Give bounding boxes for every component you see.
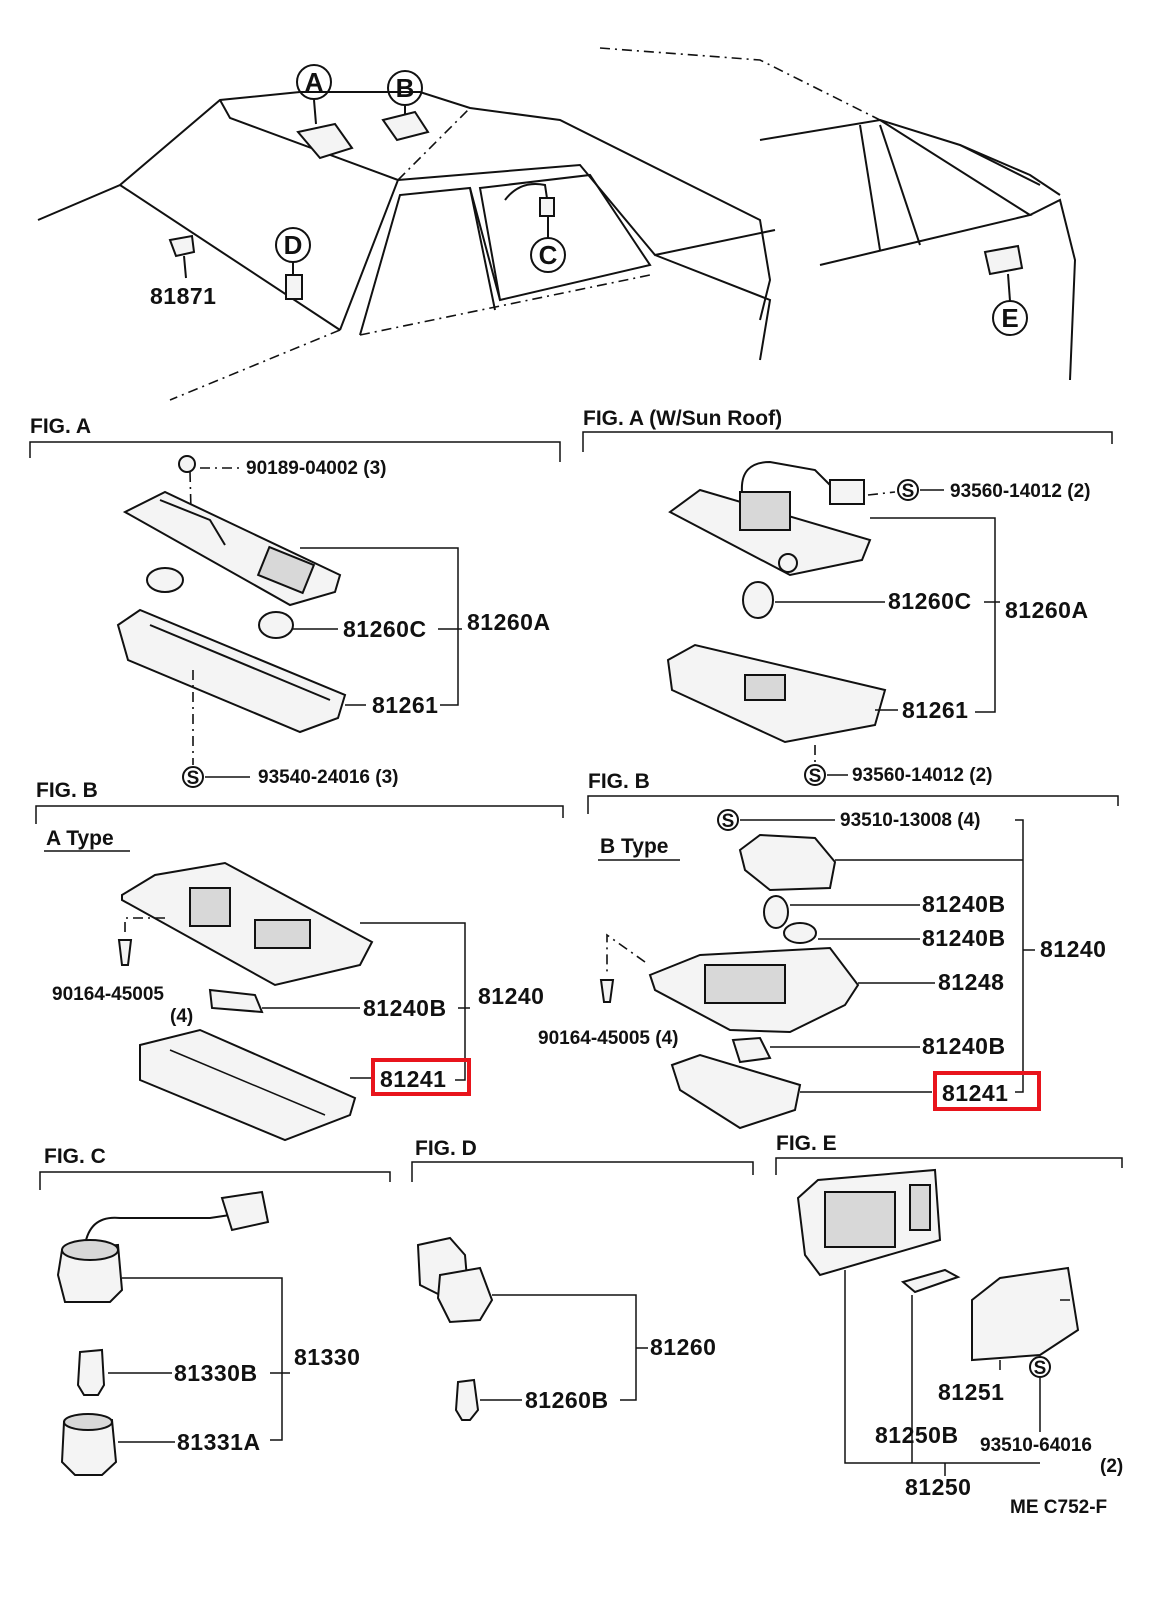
- part-number: 93540-24016 (3): [258, 767, 399, 788]
- part-number-bulb: 81240B: [363, 995, 447, 1021]
- fig-title: FIG. C: [44, 1145, 106, 1168]
- screw-symbol: S: [187, 768, 200, 789]
- fig-title: FIG. A: [30, 415, 91, 438]
- part-number-assy: 81260A: [467, 609, 551, 635]
- callout-a: A: [296, 64, 354, 160]
- part-number-assy: 81240: [1040, 936, 1106, 962]
- fig-b-a-type: FIG. B A Type 90164-45005 (4) 81240B 812…: [35, 779, 564, 1142]
- part-number-lens: 81261: [902, 697, 968, 723]
- fig-d: FIG. D 81260 81260B: [411, 1137, 754, 1421]
- part-number-lens: 81241: [942, 1080, 1008, 1106]
- fig-title: FIG. B: [588, 770, 650, 793]
- part-number-screw: 93510-64016: [980, 1435, 1092, 1456]
- fig-title: FIG. D: [415, 1137, 477, 1160]
- diagram-code: ME C752-F: [1010, 1497, 1107, 1518]
- fig-subtitle: A Type: [46, 827, 114, 850]
- part-number-assy: 81240: [478, 983, 544, 1009]
- part-qty: (4): [170, 1006, 193, 1027]
- part-number-housing: 81248: [938, 969, 1004, 995]
- callout-d: D: [275, 227, 311, 300]
- screw-symbol: S: [722, 811, 735, 832]
- callout-c: C: [504, 183, 566, 273]
- callout-label: B: [396, 73, 415, 103]
- part-number-bulb3: 81240B: [922, 1033, 1006, 1059]
- part-number-socket: 81331A: [177, 1429, 261, 1455]
- part-number-bulb: 81260C: [343, 616, 427, 642]
- part-number: 93560-14012 (2): [852, 765, 993, 786]
- part-number-assy: 81260A: [1005, 597, 1089, 623]
- part-number-assy: 81330: [294, 1344, 360, 1370]
- part-number-bulb: 81330B: [174, 1360, 258, 1386]
- part-number: 90189-04002 (3): [246, 458, 387, 479]
- fig-b-b-type: FIG. B B Type S 93510-13008 (4) 81240B 8…: [538, 770, 1119, 1130]
- fig-c: FIG. C 81330B 81330 81331A: [39, 1145, 391, 1476]
- fig-title: FIG. A (W/Sun Roof): [583, 407, 782, 430]
- car-outline: [37, 47, 1077, 401]
- part-number-bulb: 81250B: [875, 1422, 959, 1448]
- part-number-assy: 81260: [650, 1334, 716, 1360]
- callout-label: E: [1001, 303, 1018, 333]
- callout-e: E: [983, 244, 1028, 336]
- screw-symbol: S: [902, 481, 915, 502]
- part-number-clip: 90164-45005 (4): [538, 1028, 679, 1049]
- part-number: 93560-14012 (2): [950, 481, 1091, 502]
- highlight-box: [371, 1058, 471, 1096]
- screw-symbol: S: [809, 766, 822, 787]
- callout-label: C: [539, 240, 558, 270]
- part-81871: 81871: [150, 234, 216, 309]
- callout-label: D: [284, 230, 303, 260]
- callout-b: B: [381, 70, 430, 142]
- callout-label: A: [305, 67, 324, 97]
- part-number-lens: 81241: [380, 1066, 446, 1092]
- part-number-clip: 90164-45005: [52, 984, 164, 1005]
- part-number-bulb: 81260C: [888, 588, 972, 614]
- screw-symbol: S: [1034, 1358, 1047, 1379]
- fig-a-sunroof: FIG. A (W/Sun Roof) S 93560-14012 (2) 81…: [582, 407, 1113, 787]
- fig-subtitle: B Type: [600, 835, 668, 858]
- part-number: 81871: [150, 283, 216, 309]
- fig-e: FIG. E S 81251 81250B 93510-64016 (2) 81…: [775, 1132, 1123, 1500]
- part-number: 93510-13008 (4): [840, 810, 981, 831]
- part-number-lens: 81261: [372, 692, 438, 718]
- part-number-lens: 81251: [938, 1379, 1004, 1405]
- highlight-box: [933, 1071, 1041, 1111]
- fig-title: FIG. E: [776, 1132, 837, 1155]
- part-number-bulb2: 81240B: [922, 925, 1006, 951]
- part-number-assy: 81250: [905, 1474, 971, 1500]
- fig-title: FIG. B: [36, 779, 98, 802]
- part-number-bulb: 81260B: [525, 1387, 609, 1413]
- part-number-bulb1: 81240B: [922, 891, 1006, 917]
- fig-a: FIG. A 90189-04002 (3) 81260C 81260A 812…: [29, 415, 561, 789]
- part-qty: (2): [1100, 1456, 1123, 1477]
